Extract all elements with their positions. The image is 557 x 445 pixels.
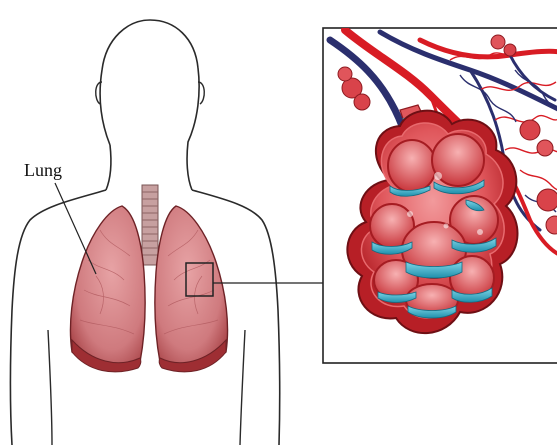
lung-label: Lung: [24, 160, 62, 180]
lung-label-pointer: [55, 183, 96, 274]
left-inner-arm: [48, 330, 52, 445]
left-neck-line: [106, 145, 111, 190]
right-lung: [155, 206, 228, 372]
right-inner-arm: [240, 330, 245, 445]
left-lung: [70, 206, 145, 372]
head-neck-outline: [100, 20, 199, 190]
alveoli-cluster-icon: [323, 28, 557, 363]
